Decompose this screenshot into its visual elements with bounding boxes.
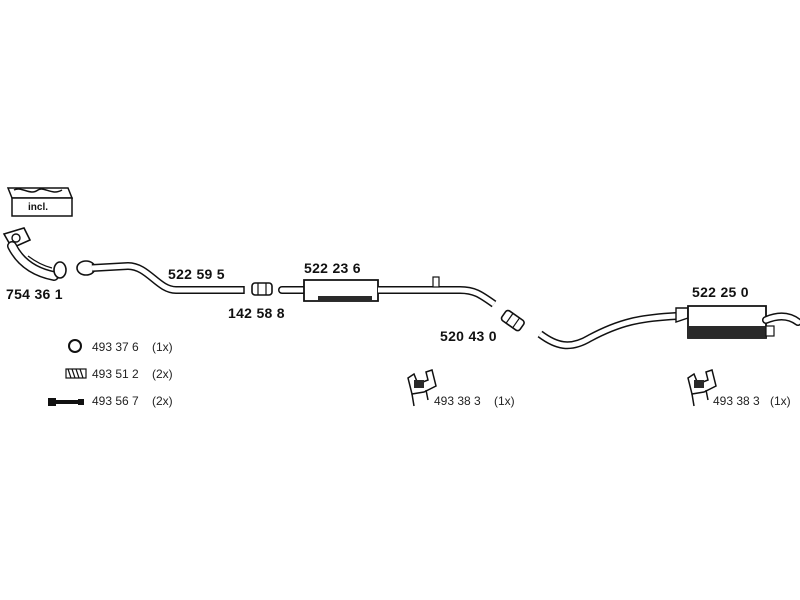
spring-icon: [65, 368, 87, 379]
part-number-rear-silencer: 522 25 0: [692, 284, 749, 300]
ring-icon: [68, 339, 82, 353]
connector-part: [500, 309, 525, 332]
hardware-spring-part: 493 51 2: [92, 367, 139, 381]
hardware-ring-part: 493 37 6: [92, 340, 139, 354]
front-pipe-part: [76, 260, 245, 294]
hardware-ring-qty: (1x): [152, 340, 173, 354]
downpipe-part: [2, 227, 67, 281]
mount-rear-qty: (1x): [770, 394, 791, 408]
gasket-kit-box-icon: [6, 187, 74, 217]
centre-silencer-part: [278, 276, 497, 308]
rubber-mount-icon: [407, 369, 437, 407]
mount-centre-part: 493 38 3: [434, 394, 481, 408]
part-number-downpipe: 754 36 1: [6, 286, 63, 302]
part-number-connector: 520 43 0: [440, 328, 497, 344]
part-number-front-pipe: 522 59 5: [168, 266, 225, 282]
rubber-mount-icon: [687, 369, 717, 407]
part-number-centre-silencer: 522 23 6: [304, 260, 361, 276]
rear-silencer-part: [537, 305, 800, 350]
clamp-part: [251, 282, 273, 296]
part-number-clamp: 142 58 8: [228, 305, 285, 321]
hardware-spring-qty: (2x): [152, 367, 173, 381]
mount-centre-qty: (1x): [494, 394, 515, 408]
kit-badge-label: incl.: [28, 202, 49, 213]
mount-rear-part: 493 38 3: [713, 394, 760, 408]
hardware-bolt-qty: (2x): [152, 394, 173, 408]
hardware-bolt-part: 493 56 7: [92, 394, 139, 408]
bolt-icon: [48, 398, 84, 406]
